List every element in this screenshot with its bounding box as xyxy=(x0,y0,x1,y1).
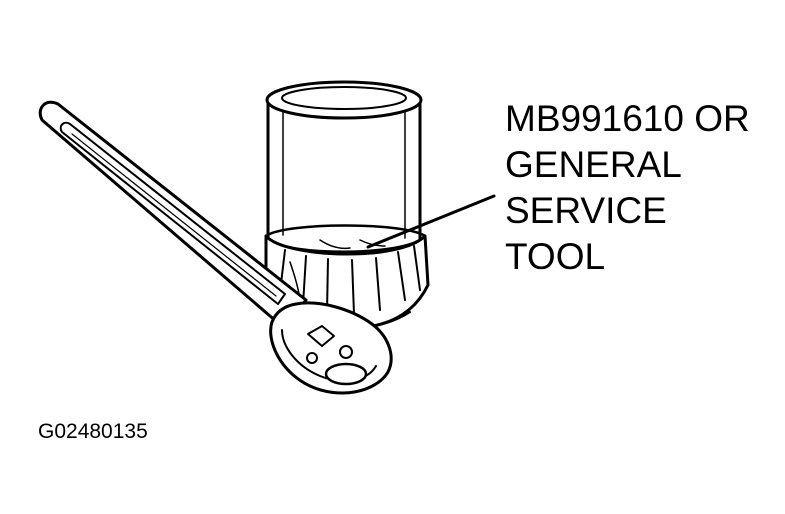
ratchet-handle-icon xyxy=(38,100,393,395)
tool-callout-label: MB991610 OR GENERAL SERVICE TOOL xyxy=(505,96,750,280)
callout-line-1: MB991610 OR xyxy=(505,98,750,139)
callout-line-2: GENERAL xyxy=(505,144,682,185)
callout-line-3: SERVICE xyxy=(505,190,667,231)
oil-filter-icon xyxy=(265,80,423,254)
figure-code: G02480135 xyxy=(38,420,148,443)
leader-line xyxy=(366,194,496,249)
callout-line-4: TOOL xyxy=(505,236,606,277)
